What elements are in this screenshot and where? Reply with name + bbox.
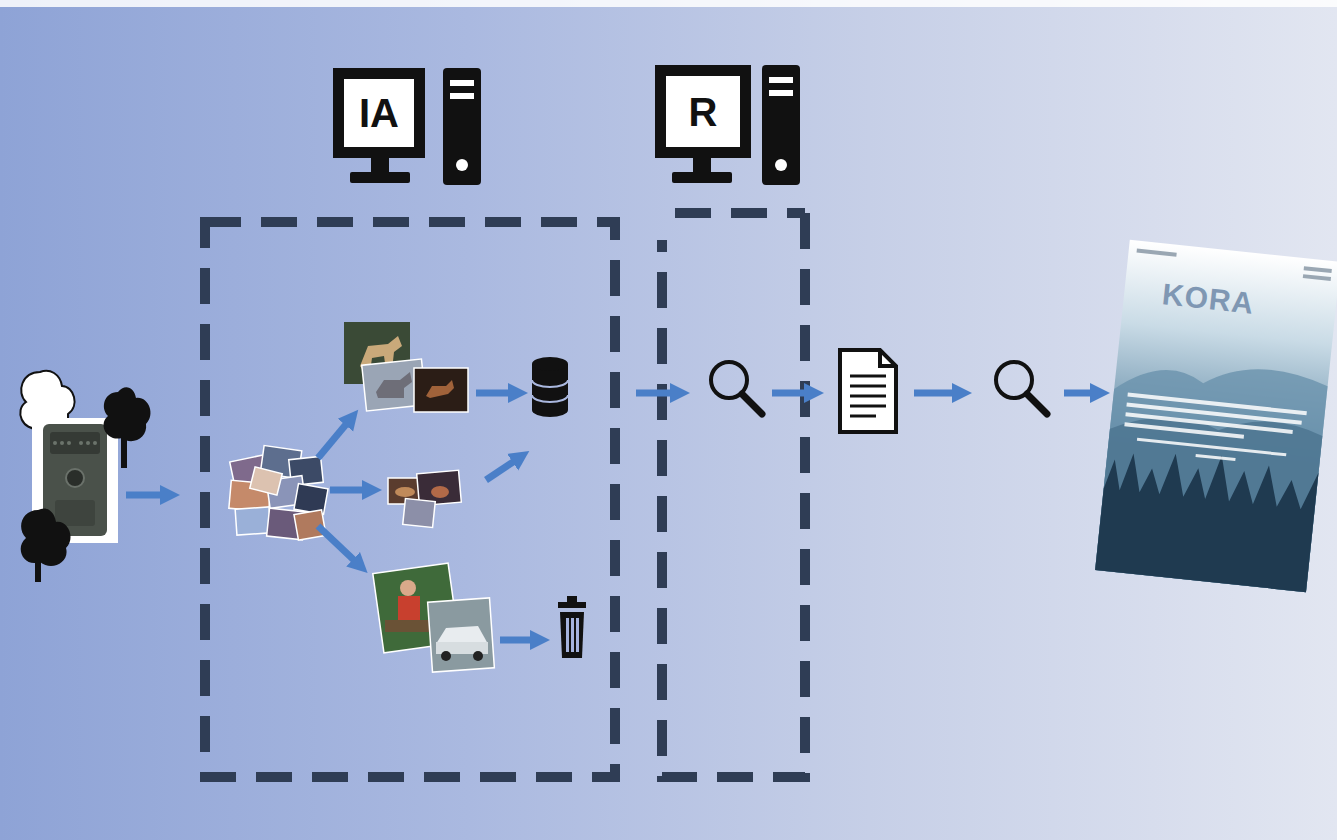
monitor-screen: R	[655, 65, 751, 158]
dashed-region	[205, 222, 615, 777]
monitor-screen: IA	[333, 68, 425, 158]
photo-pile	[229, 445, 328, 540]
animal-photos	[388, 470, 461, 527]
discarded-photos	[373, 563, 495, 672]
animal-photos	[344, 322, 468, 412]
magnifier-icon	[996, 362, 1047, 414]
screen-label: R	[689, 92, 718, 132]
database-icon	[532, 357, 568, 417]
magnifier-icon	[711, 362, 762, 414]
report-cover	[1095, 240, 1337, 592]
dashed-region	[662, 213, 805, 777]
document-icon	[840, 350, 896, 432]
flow-arrow	[126, 393, 1094, 640]
camera-trap	[20, 371, 150, 582]
trash-icon	[558, 596, 586, 658]
screen-label: IA	[359, 93, 399, 133]
